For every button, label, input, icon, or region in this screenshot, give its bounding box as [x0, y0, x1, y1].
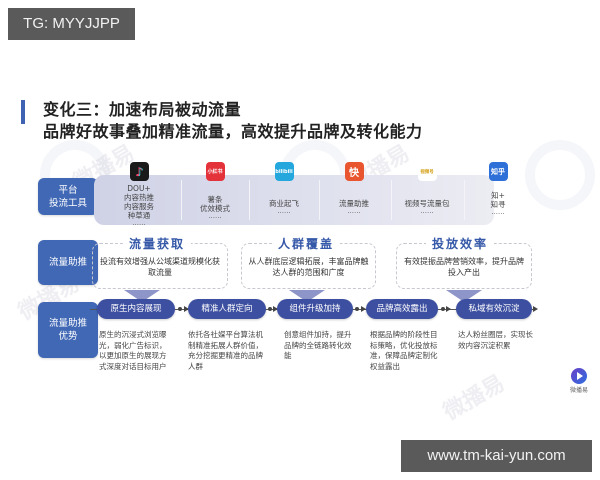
platform-line: 种草通	[127, 211, 151, 220]
url-badge: www.tm-kai-yun.com	[401, 440, 592, 472]
platform-kuaishou: 快 流量助推 ......	[319, 162, 389, 215]
benefit-text: 投流有效增强从公域渠道规模化获取流量	[100, 257, 220, 277]
bilibili-icon: bilibili	[274, 162, 294, 181]
row-label-text: 流量助推	[48, 257, 87, 268]
divider	[181, 180, 182, 220]
page-title: 变化三：加速布局被动流量	[43, 100, 242, 119]
more-ellipsis: ......	[277, 207, 291, 215]
more-ellipsis: ......	[208, 212, 222, 220]
brand-logo: 微播易	[564, 368, 594, 394]
platform-line: 视频号流量包	[404, 199, 450, 208]
divider	[249, 180, 250, 220]
platform-line: DOU+	[127, 184, 151, 193]
platform-line: 知+	[491, 191, 505, 200]
flow-step-desc: 依托各社媒平台算法机制精准拓展人群价值，充分挖掘更精准的品牌人群	[188, 330, 263, 371]
benefit-title: 人群覆盖	[272, 235, 341, 252]
flow-dot	[355, 307, 359, 311]
flow-step-native-content: 原生内容展现	[97, 299, 175, 319]
play-logo-icon	[571, 368, 587, 384]
benefit-title: 投放效率	[426, 235, 495, 252]
flow-dot	[441, 307, 445, 311]
platform-shipinhao: 视频号 视频号流量包 ......	[392, 162, 462, 215]
row-label-text: 流量助推 优势	[48, 318, 87, 342]
row-label-boost-advantage: 流量助推 优势	[38, 302, 98, 358]
benefit-text: 有效提振品牌营销效率，提升品牌投入产出	[404, 257, 524, 277]
platform-line: 优效模式	[200, 204, 230, 213]
arrow-right-icon	[184, 306, 189, 312]
tg-badge: TG: MYYJJPP	[8, 8, 135, 40]
flow-dot	[268, 307, 272, 311]
benefit-text: 从人群底层逻辑拓展，丰富品牌触达人群的范围和广度	[248, 257, 369, 277]
platform-line: 流量助推	[339, 199, 369, 208]
flow-step-desc: 原生的沉浸式浏览曝光，弱化广告标识，以更加原生的展现方式深度对话目标用户	[99, 330, 167, 371]
platform-line: 薯条	[207, 195, 223, 204]
watermark-circle	[525, 140, 595, 210]
flow-step-desc: 创意组件加持，提升品牌的全链路转化效能	[284, 330, 352, 360]
row-label-traffic-boost: 流量助推	[38, 240, 98, 285]
divider	[464, 180, 465, 220]
platform-line: 商业起飞	[269, 199, 299, 208]
benefit-title: 流量获取	[123, 235, 192, 252]
platform-band	[94, 175, 494, 225]
arrow-right-icon	[361, 306, 366, 312]
flow-dot	[178, 307, 182, 311]
more-ellipsis: ......	[491, 208, 505, 216]
platform-line: 内容热推	[124, 193, 154, 202]
divider	[391, 180, 392, 220]
logo-text: 微播易	[569, 387, 588, 394]
flow-step-desc: 达人粉丝圈层，实现长效内容沉淀积累	[458, 330, 533, 350]
page-subtitle: 品牌好故事叠加精准流量，高效提升品牌及转化能力	[43, 122, 423, 141]
flow-step-brand-exposure: 品牌高效露出	[366, 299, 438, 319]
platform-douyin: ♪ DOU+ 内容热推 内容服务 种草通 ......	[104, 162, 174, 227]
platform-line: 知寻	[490, 200, 506, 209]
platform-zhihu: 知乎 知+ 知寻 ......	[463, 162, 533, 216]
platform-bilibili: bilibili 商业起飞 ......	[249, 162, 319, 215]
flow-step-precise-targeting: 精准人群定向	[188, 299, 266, 319]
arrow-right-icon	[273, 306, 278, 312]
zhihu-icon: 知乎	[488, 162, 508, 181]
douyin-icon: ♪	[129, 162, 149, 181]
xiaohongshu-icon: 小红书	[205, 162, 225, 181]
title-accent-bar	[21, 100, 25, 124]
arrow-right-icon	[533, 306, 538, 312]
more-ellipsis: ......	[347, 207, 361, 215]
flow-step-component-upgrade: 组件升级加持	[277, 299, 353, 319]
flow-step-desc: 根据品牌的阶段性目标策略，优化投放标准，保障品牌定制化权益露出	[370, 330, 438, 371]
watermark-text: 微播易	[439, 370, 510, 426]
arrow-right-icon	[446, 306, 451, 312]
platform-line: 内容服务	[124, 202, 154, 211]
more-ellipsis: ......	[420, 207, 434, 215]
kuaishou-icon: 快	[344, 162, 364, 181]
row-label-platform-tools: 平台 投流工具	[38, 178, 98, 215]
divider	[319, 180, 320, 220]
platform-xiaohongshu: 小红书 薯条 优效模式 ......	[180, 162, 250, 220]
shipinhao-icon: 视频号	[417, 162, 437, 181]
flow-step-private-domain: 私域有效沉淀	[456, 299, 532, 319]
row-label-text: 平台 投流工具	[48, 184, 87, 209]
more-ellipsis: ......	[132, 219, 146, 227]
